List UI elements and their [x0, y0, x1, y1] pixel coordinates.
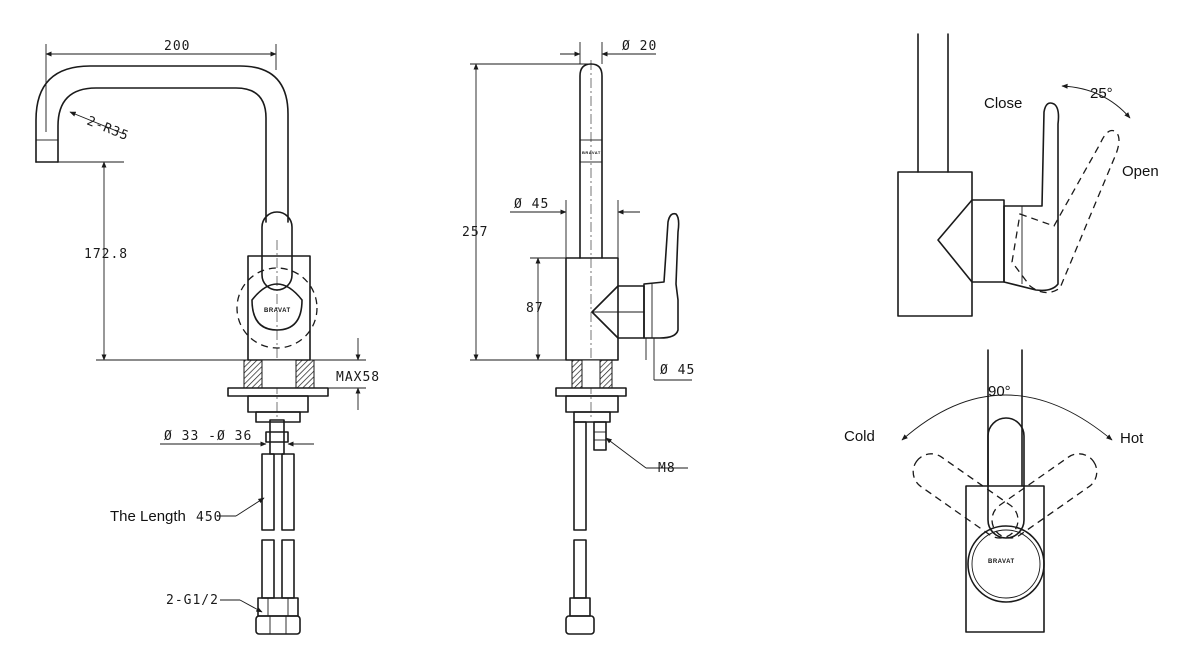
- dim-spout-reach: 200: [164, 39, 190, 54]
- hose-length-label: The Length: [110, 508, 186, 525]
- dim-body-height: 87: [526, 301, 544, 316]
- connector-nuts: [255, 615, 301, 635]
- rotation-brand-label: BRAVAT: [988, 559, 1015, 565]
- dim-hole-diameter: Ø 33 -Ø 36: [164, 429, 252, 444]
- side-view: BRAVAT Ø 20 257: [462, 39, 695, 635]
- handle-lift-detail: 25° Close Open: [897, 33, 1159, 317]
- hose-length-value: 450: [196, 510, 222, 525]
- handle-open: [1011, 129, 1120, 294]
- dim-spout-height: 172.8: [84, 247, 128, 262]
- side-stud: [593, 421, 607, 451]
- spout-aerator: [35, 139, 59, 163]
- close-label: Close: [984, 95, 1022, 112]
- rotation-cap: [967, 525, 1045, 603]
- lift-body: [897, 171, 973, 317]
- dim-spout-diameter: Ø 20: [622, 39, 657, 54]
- front-brand-label: BRAVAT: [264, 308, 291, 314]
- handle-centre: [987, 417, 1025, 539]
- handle-closed: [1003, 102, 1060, 292]
- side-brand-label: BRAVAT: [582, 150, 601, 155]
- lift-angle-label: 25°: [1090, 85, 1113, 102]
- dim-bend-radius: 2-R35: [85, 114, 132, 144]
- hose-right-upper: [281, 453, 295, 531]
- hot-label: Hot: [1120, 430, 1144, 447]
- hose-right-lower: [281, 539, 295, 599]
- cold-label: Cold: [844, 428, 875, 445]
- hose-left-upper: [261, 453, 275, 531]
- spout-inner: [57, 87, 267, 223]
- hose-left-lower: [261, 539, 275, 599]
- handle-cold-position: [912, 453, 1019, 539]
- dim-stud-thread: M8: [658, 461, 676, 476]
- open-label: Open: [1122, 163, 1159, 180]
- dim-connector: 2-G1/2: [166, 593, 219, 608]
- dim-body-diameter-top: Ø 45: [514, 197, 549, 212]
- side-handle: [643, 212, 680, 339]
- handle-hot-position: [991, 453, 1098, 539]
- dim-deck-thickness: MAX58: [336, 370, 380, 385]
- side-cartridge: [591, 285, 645, 339]
- rotation-angle-label: 90°: [988, 383, 1011, 400]
- dim-body-diameter-bottom: Ø 45: [660, 363, 695, 378]
- side-body: [565, 257, 619, 361]
- spout-outer: [35, 65, 289, 223]
- handle-cap: [251, 283, 303, 331]
- front-view: BRAVAT 200 2-R35 172: [35, 39, 380, 635]
- rotation-detail: BRAVAT 90° Cold Hot: [844, 349, 1144, 633]
- dim-total-height: 257: [462, 225, 488, 240]
